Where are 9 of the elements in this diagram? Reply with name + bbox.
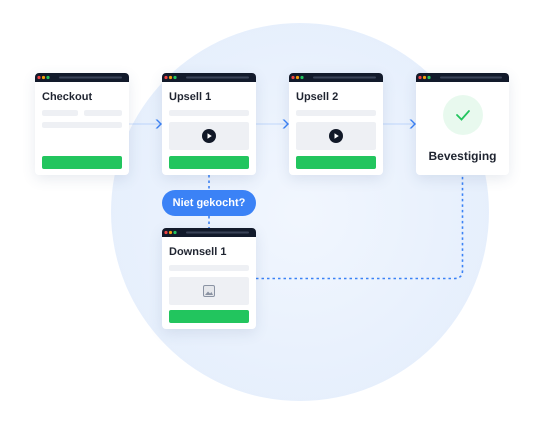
connector-line	[208, 175, 210, 190]
card-heading: Upsell 2	[296, 91, 338, 103]
question-pill: Niet gekocht?	[162, 190, 256, 216]
card-heading: Downsell 1	[169, 246, 226, 258]
card-heading: Upsell 1	[169, 91, 212, 103]
card-heading: Bevestiging	[427, 149, 498, 163]
card-heading: Checkout	[42, 91, 92, 103]
connector-line	[208, 216, 210, 228]
connector-line	[256, 175, 464, 280]
